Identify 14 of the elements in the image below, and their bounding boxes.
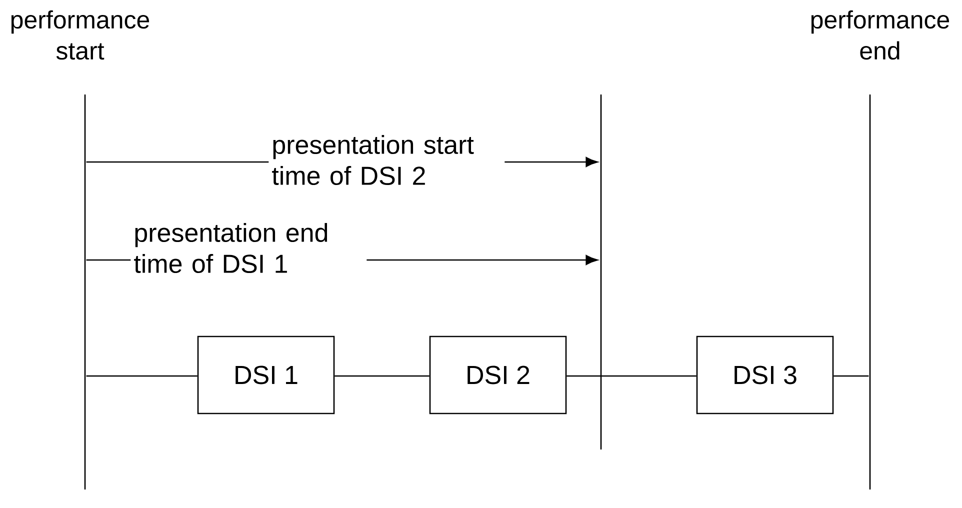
connector-line (566, 375, 696, 377)
heading-text: performance start (11, 10, 150, 60)
segment-box: DSI 3 (696, 336, 834, 414)
timeline-bar (84, 94, 86, 490)
connector-line (834, 375, 869, 377)
timeline-bar (600, 94, 602, 450)
edge-label: presentation start time of DSI 2 (268, 132, 505, 188)
segment-box: DSI 1 (197, 336, 335, 414)
connector-line (86, 375, 198, 377)
connector-line (334, 375, 430, 377)
heading-text: performance end (811, 10, 950, 60)
segment-box: DSI 2 (429, 336, 567, 414)
edge-label: presentation end time of DSI 1 (130, 220, 367, 276)
timeline-bar (869, 94, 871, 490)
